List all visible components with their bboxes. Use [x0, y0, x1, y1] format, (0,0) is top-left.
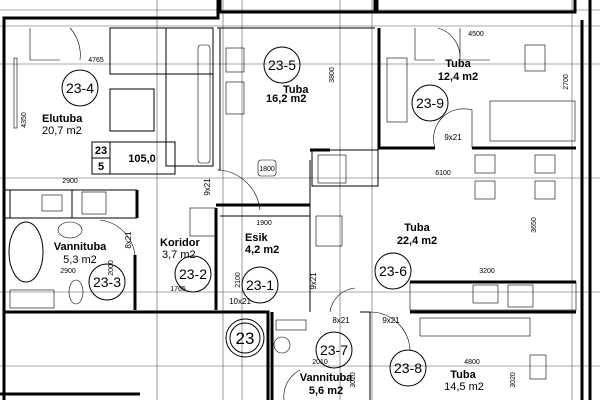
svg-text:23-4: 23-4: [66, 80, 94, 96]
svg-text:10x21: 10x21: [229, 297, 251, 306]
furniture: [8, 27, 577, 400]
svg-text:4765: 4765: [88, 57, 104, 64]
svg-text:23: 23: [236, 329, 255, 348]
room-tag-23-3: 23-3: [88, 263, 126, 301]
room-name: Tuba: [283, 84, 309, 96]
svg-text:4500: 4500: [468, 31, 484, 38]
svg-text:2700: 2700: [563, 74, 570, 90]
svg-text:8x21: 8x21: [332, 316, 350, 325]
room-tag-23-9: 23-9: [411, 84, 449, 122]
svg-text:1900: 1900: [256, 220, 272, 227]
svg-text:1800: 1800: [259, 166, 275, 173]
svg-text:8x21: 8x21: [124, 231, 133, 249]
door-labels: 9x21 9x21 8x21 10x21 9x21 8x21 9x21: [124, 133, 462, 325]
svg-text:23-1: 23-1: [246, 277, 274, 293]
room-area: 14,5 m2: [444, 381, 484, 393]
room-name: Esik: [245, 232, 269, 244]
room-name: Tuba: [445, 58, 471, 70]
svg-text:4350: 4350: [21, 112, 28, 128]
svg-text:23-7: 23-7: [320, 342, 348, 358]
room-tag-23-4: 23-4: [61, 69, 99, 107]
svg-text:6100: 6100: [435, 170, 451, 177]
svg-text:2900: 2900: [60, 268, 76, 275]
svg-text:4800: 4800: [464, 359, 480, 366]
svg-text:3020: 3020: [350, 372, 357, 388]
svg-text:23-9: 23-9: [416, 95, 444, 111]
svg-text:9x21: 9x21: [382, 316, 400, 325]
svg-text:2900: 2900: [62, 178, 78, 185]
apartment-info: 23 5 105,0: [95, 145, 156, 173]
room-name: Vannituba: [300, 372, 353, 384]
room-area: 5,6 m2: [309, 385, 343, 397]
room-area: 22,4 m2: [397, 235, 437, 247]
room-labels: Elutuba 20,7 m2 Tuba 16,2 m2 Tuba 12,4 m…: [42, 58, 484, 397]
room-tags: 23-4 23-5 23-9 23-3 23-2 23-1 23-6 23-7 …: [61, 46, 449, 387]
apartment-number: 23: [95, 145, 107, 157]
svg-text:2010: 2010: [312, 359, 328, 366]
svg-text:1765: 1765: [170, 286, 186, 293]
room-tag-23-8: 23-8: [389, 349, 427, 387]
dimension-labels: 4765 4350 2900 2900 3800 1800 4500 2700 …: [21, 31, 570, 388]
svg-text:3020: 3020: [510, 372, 517, 388]
svg-text:3650: 3650: [531, 217, 538, 233]
total-area: 105,0: [128, 153, 156, 165]
room-area: 5,3 m2: [63, 254, 97, 266]
svg-text:9x21: 9x21: [309, 272, 318, 290]
room-name: Koridor: [160, 237, 200, 249]
room-tag-23-6: 23-6: [374, 252, 412, 290]
room-area: 4,2 m2: [245, 244, 279, 256]
room-area: 3,7 m2: [162, 249, 196, 261]
room-name: Tuba: [450, 369, 476, 381]
room-name: Elutuba: [42, 113, 83, 125]
room-tag-23-7: 23-7: [315, 331, 353, 369]
svg-text:9x21: 9x21: [203, 178, 212, 196]
room-tag-23-1: 23-1: [241, 266, 279, 304]
svg-text:23-3: 23-3: [93, 274, 121, 290]
svg-text:23-5: 23-5: [268, 57, 296, 73]
rooms-count: 5: [98, 161, 104, 173]
svg-text:3800: 3800: [329, 67, 336, 83]
svg-text:9x21: 9x21: [444, 133, 462, 142]
svg-text:23-6: 23-6: [379, 263, 407, 279]
svg-text:2100: 2100: [235, 272, 242, 288]
room-area: 12,4 m2: [438, 71, 478, 83]
svg-text:3200: 3200: [479, 268, 495, 275]
apartment-tag: 23: [225, 318, 265, 358]
svg-text:2000: 2000: [108, 260, 115, 276]
room-name: Vannituba: [54, 241, 107, 253]
room-area: 16,2 m2: [266, 93, 306, 105]
room-area: 20,7 m2: [42, 125, 82, 137]
svg-text:23-2: 23-2: [179, 266, 207, 282]
room-name: Tuba: [404, 222, 430, 234]
room-tag-23-5: 23-5: [263, 46, 301, 84]
svg-text:23-8: 23-8: [394, 360, 422, 376]
room-tag-23-2: 23-2: [174, 255, 212, 293]
